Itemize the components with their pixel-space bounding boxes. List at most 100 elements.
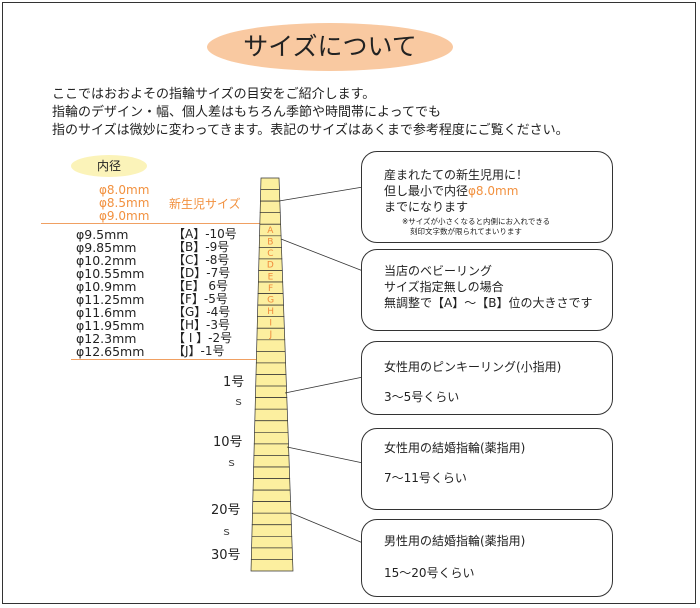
size-code: 【F】-5号 xyxy=(173,292,228,306)
ladder-cell xyxy=(251,524,293,537)
intro-line-1: ここではおおよその指輪サイズの目安をご紹介します。 xyxy=(52,87,376,102)
size-label-30: 30号 xyxy=(211,548,241,563)
callout-connector xyxy=(290,512,364,544)
ladder-cell xyxy=(255,385,288,398)
cell-letter: J xyxy=(268,330,272,340)
divider-line xyxy=(41,223,269,224)
newborn-size-label: 新生児サイズ xyxy=(169,197,241,211)
size-code: 【J】-1号 xyxy=(173,344,225,358)
diameter-value: φ11.25mm xyxy=(76,292,145,307)
diameter-value: φ10.55mm xyxy=(76,266,145,281)
diameter-value: φ10.9mm xyxy=(76,279,137,294)
cell-letter: I xyxy=(269,319,272,329)
diameter-value: φ9.5mm xyxy=(76,227,129,242)
callout-connector xyxy=(278,186,364,202)
baby-ring-callout: 当店のベビーリング サイズ指定無しの場合 無調整で【A】～【B】位の大きさです xyxy=(361,249,613,331)
ladder-cell xyxy=(252,466,291,479)
cell-letter: F xyxy=(268,284,273,294)
callout-text: までになります xyxy=(384,200,469,214)
callout-text: 3～5号くらい xyxy=(384,390,460,404)
ladder-cell xyxy=(259,200,281,214)
cell-letter: E xyxy=(268,272,274,282)
size-code: 【G】-4号 xyxy=(173,305,231,319)
ladder-cell xyxy=(253,431,289,445)
callout-text: 女性用のピンキーリング(小指用) xyxy=(384,360,562,374)
inner-diameter-badge: 内径 xyxy=(71,155,147,177)
ladder-cell xyxy=(252,501,292,514)
ladder-cell xyxy=(251,512,292,526)
size-code: 【D】-7号 xyxy=(173,266,231,280)
size-code: 【A】-10号 xyxy=(173,227,237,241)
ladder-cell xyxy=(253,455,290,468)
title-badge: サイズについて xyxy=(207,23,453,71)
inner-diameter-label: 内径 xyxy=(96,159,121,173)
tilde-mark: ｓ xyxy=(233,395,244,408)
diameter-value: φ9.85mm xyxy=(76,240,137,255)
ladder-cell xyxy=(260,189,281,202)
diameter-value: φ12.65mm xyxy=(76,344,145,359)
size-label-10: 10号 xyxy=(213,435,243,450)
newborn-callout: 産まれたての新生児用に！ 但し最小で内径φ8.0mm までになります ※サイズが… xyxy=(361,151,613,243)
callout-text: 但し最小で内径φ8.0mm xyxy=(384,184,519,198)
cell-letter: D xyxy=(267,261,274,271)
male-wedding-ring-callout: 男性用の結婚指輪(薬指用) 15～20号くらい xyxy=(361,519,613,597)
cell-letter: C xyxy=(267,249,273,259)
pinky-ring-callout: 女性用のピンキーリング(小指用) 3～5号くらい xyxy=(361,341,613,415)
callout-connector xyxy=(280,238,364,272)
cell-letter: G xyxy=(267,295,274,305)
callout-connector xyxy=(286,446,364,464)
cell-letter: H xyxy=(267,307,274,317)
ladder-cell xyxy=(251,535,293,549)
callout-note: 刻印文字数が限られてまいります xyxy=(410,227,522,236)
ladder-cell xyxy=(259,212,282,225)
newborn-diameter: φ8.5mm xyxy=(99,196,150,210)
size-code: 【 I 】-2号 xyxy=(173,331,233,345)
cell-letter: A xyxy=(267,226,274,236)
callout-text: 男性用の結婚指輪(薬指用) xyxy=(384,534,526,548)
cell-letter: B xyxy=(267,238,273,248)
size-code: 【B】-9号 xyxy=(173,240,230,254)
diameter-value: φ11.6mm xyxy=(76,305,137,320)
ladder-cell xyxy=(255,374,287,387)
tilde-mark: ｓ xyxy=(226,456,237,469)
diameter-value: φ10.2mm xyxy=(76,253,137,268)
callout-text: 女性用の結婚指輪(薬指用) xyxy=(384,441,526,455)
ladder-cell xyxy=(252,489,291,502)
ladder-cell xyxy=(254,420,289,433)
ladder-cell xyxy=(254,408,289,422)
ladder-cell xyxy=(250,547,293,560)
callout-text: 無調整で【A】～【B】位の大きさです xyxy=(384,296,593,310)
size-code: 【H】-3号 xyxy=(173,318,230,332)
page-title: サイズについて xyxy=(243,32,417,61)
ladder-cell xyxy=(250,559,294,572)
ladder-cell xyxy=(260,177,280,190)
ladder-cell xyxy=(252,478,291,491)
callout-text: 産まれたての新生児用に！ xyxy=(384,168,529,182)
callout-connector xyxy=(284,376,364,394)
ladder-cell xyxy=(256,339,286,352)
callout-text: 15～20号くらい xyxy=(384,566,475,580)
ladder-cell xyxy=(255,351,286,364)
divider-line xyxy=(71,359,271,360)
size-label-1: 1号 xyxy=(223,375,245,390)
tilde-mark: ｓ xyxy=(221,525,232,538)
callout-text: 7～11号くらい xyxy=(384,471,467,485)
intro-line-3: 指のサイズは微妙に変わってきます。表記のサイズはあくまで参考程度にご覧ください。 xyxy=(52,123,569,138)
callout-note: ※サイズが小さくなると内側にお入れできる xyxy=(402,217,551,226)
newborn-diameter: φ8.0mm xyxy=(99,183,150,197)
ladder-cell xyxy=(255,362,287,375)
diameter-value: φ12.3mm xyxy=(76,331,137,346)
size-code: 【E】 6号 xyxy=(173,279,229,293)
callout-text: 当店のベビーリング xyxy=(384,264,493,278)
newborn-diameter: φ9.0mm xyxy=(99,209,150,223)
ladder-cell xyxy=(253,443,290,456)
ladder-cell xyxy=(254,397,288,410)
diameter-value: φ11.95mm xyxy=(76,318,145,333)
intro-line-2: 指輪のデザイン・幅、個人差はもちろん季節や時間帯によってでも xyxy=(52,105,441,120)
size-label-20: 20号 xyxy=(211,503,241,518)
female-wedding-ring-callout: 女性用の結婚指輪(薬指用) 7～11号くらい xyxy=(361,428,613,510)
size-code: 【C】-8号 xyxy=(173,253,230,267)
callout-text: サイズ指定無しの場合 xyxy=(384,280,504,294)
